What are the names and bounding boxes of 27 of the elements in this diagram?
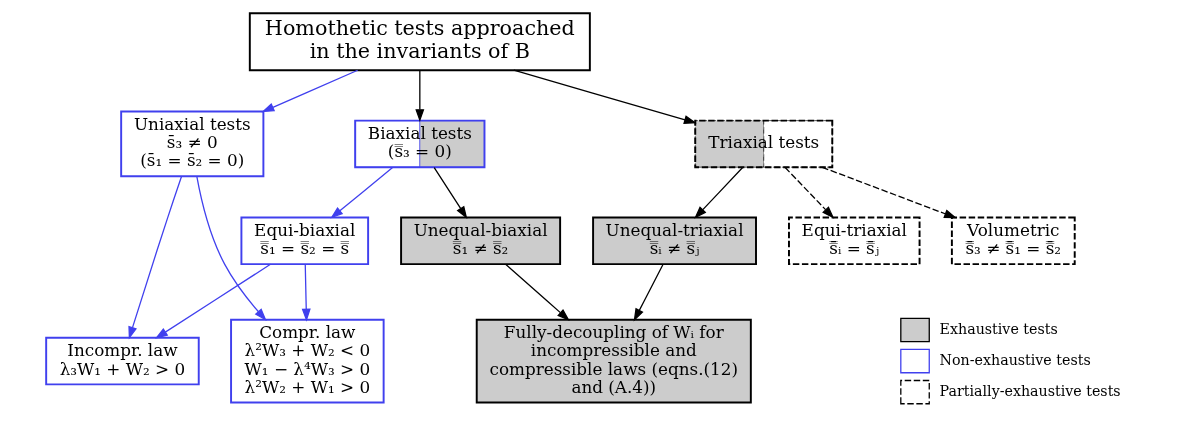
arrow <box>128 175 183 340</box>
arrow <box>513 69 697 124</box>
arrow <box>301 263 311 322</box>
legend-label: Exhaustive tests <box>939 320 1058 337</box>
arrow <box>821 166 957 219</box>
node-box: Incompr. law λ₃W₁ + W₂ > 0 <box>45 336 200 386</box>
arrow <box>694 166 744 219</box>
arrow <box>505 263 570 321</box>
node-box: Equi-triaxial s̿̄ᵢ = s̿̄ⱼ <box>788 216 921 266</box>
node-box: Uniaxial tests s̄₃ ≠ 0 (s̄₁ = s̄₂ = 0) <box>120 110 265 178</box>
legend-label: Partially-exhaustive tests <box>939 382 1121 399</box>
node-box: Unequal-triaxial s̿ᵢ ≠ s̿ⱼ <box>592 216 757 266</box>
node-box: Volumetric s̿̄₃ ≠ s̿̄₁ = s̿̄₂ <box>950 216 1076 266</box>
legend-label: Non-exhaustive tests <box>939 351 1091 368</box>
node-box: Unequal-biaxial s̿₁ ≠ s̿₂ <box>400 216 562 266</box>
node-box: Homothetic tests approached in the invariants of B <box>248 12 591 72</box>
arrow <box>433 166 468 219</box>
arrow <box>415 69 425 123</box>
arrow <box>196 175 267 321</box>
node-box: Equi-biaxial s̿₁ = s̿₂ = s̿ <box>240 216 370 266</box>
arrow <box>261 69 359 113</box>
arrow <box>784 166 835 219</box>
arrow <box>154 263 272 339</box>
arrow <box>633 263 664 322</box>
node-box: Compr. law λ²W₃ + W₂ < 0 W₁ − λ⁴W₃ > 0 λ²W₂ + W₁ > 0 <box>230 318 385 404</box>
node-box: Fully-decoupling of Wᵢ for incompressible and compressible laws (eqns.(12) and (A.4)) <box>475 318 752 404</box>
arrow <box>330 166 394 219</box>
